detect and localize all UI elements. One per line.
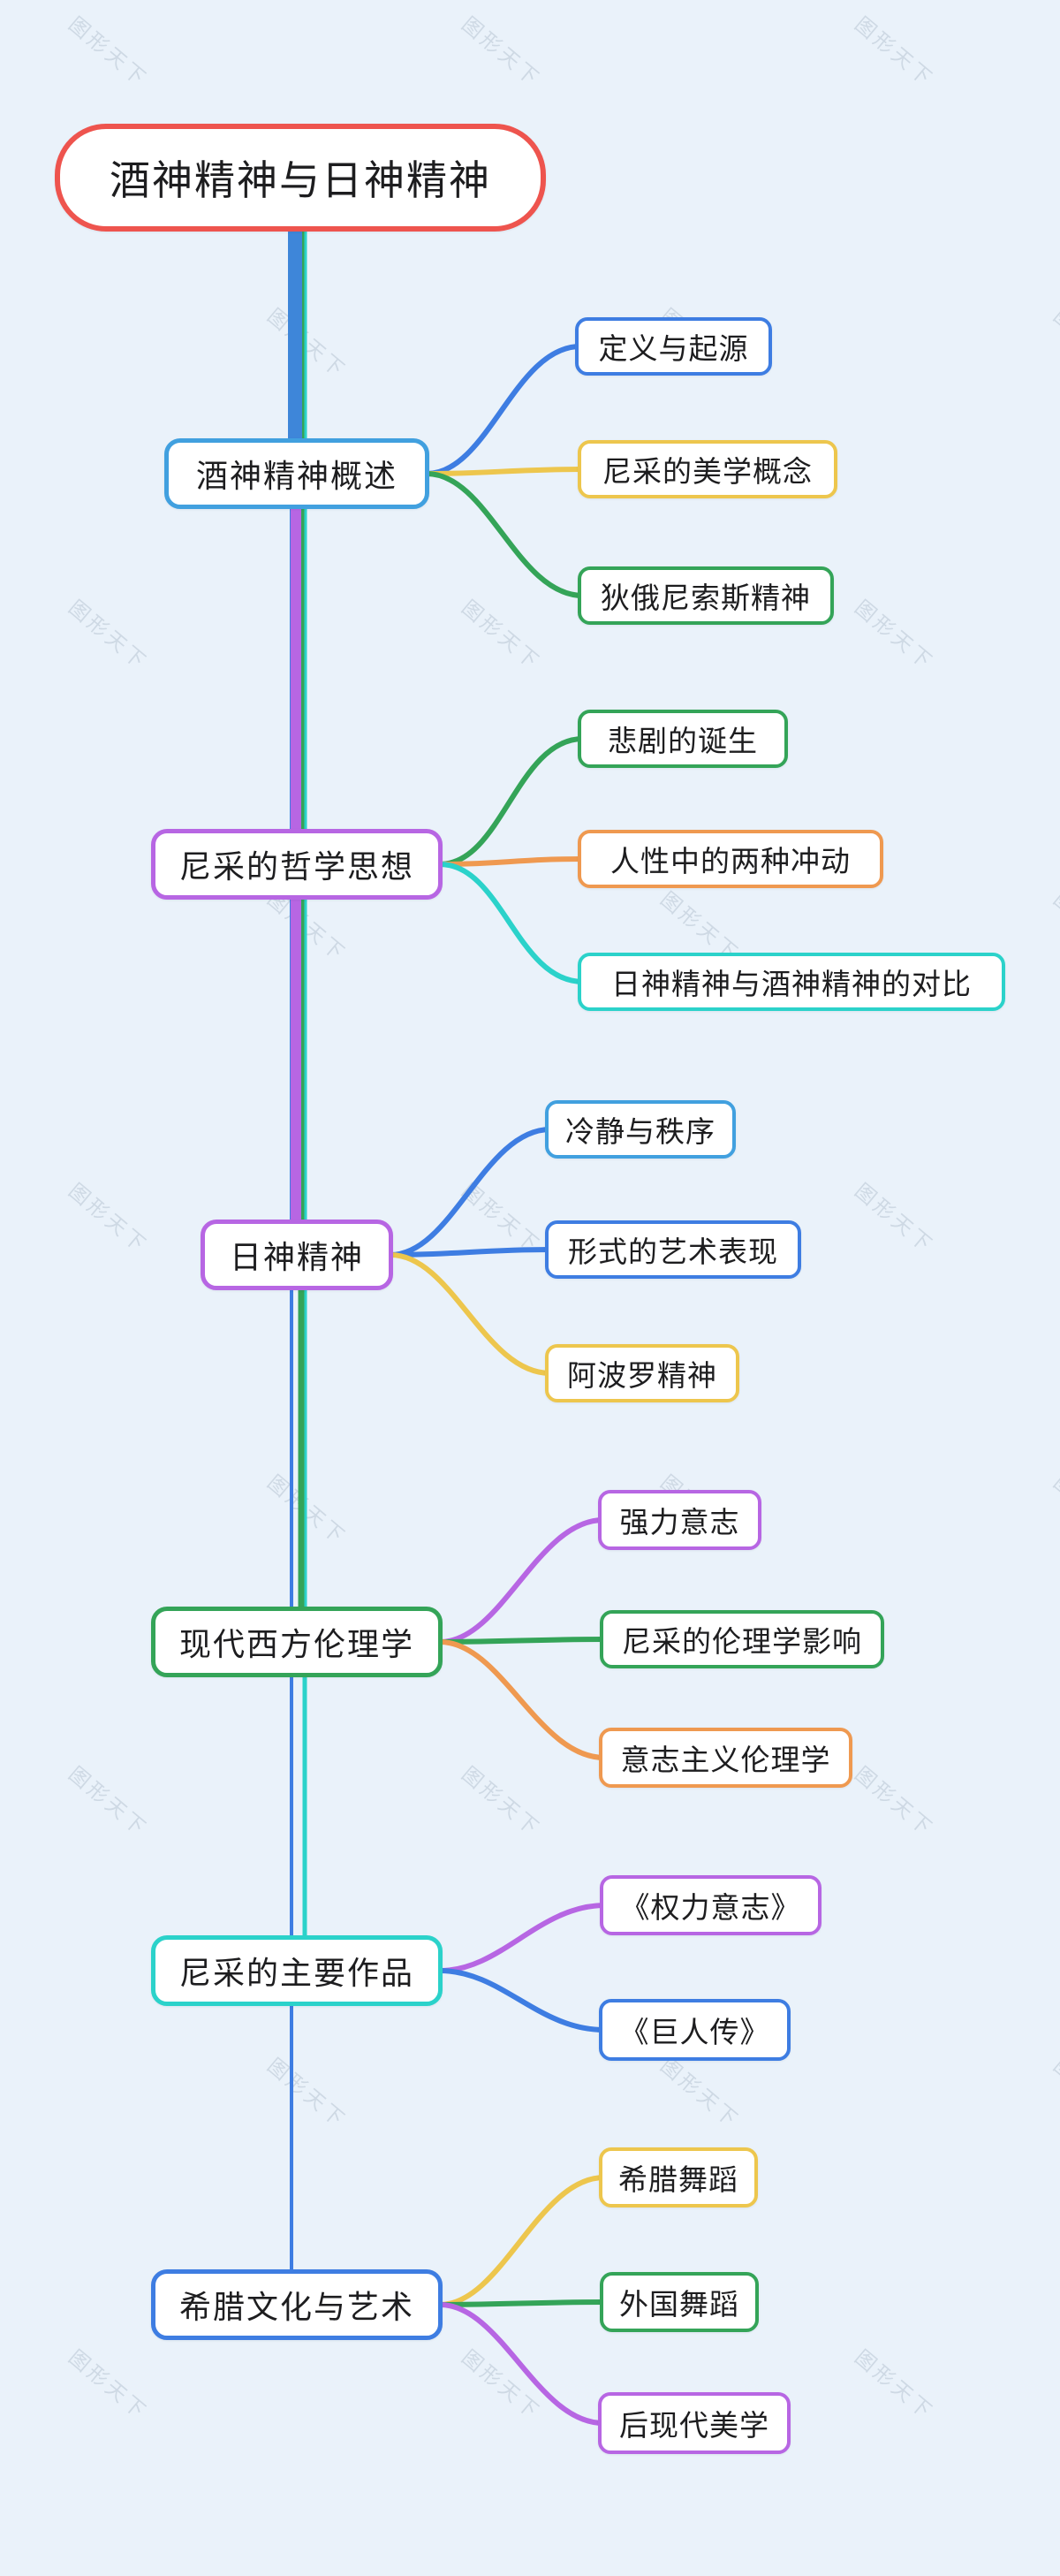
- child-node-2-2[interactable]: 阿波罗精神: [545, 1344, 739, 1402]
- child-node-5-1[interactable]: 外国舞蹈: [600, 2272, 759, 2332]
- branch-connector: [437, 862, 586, 984]
- branch-connector: [437, 1968, 607, 2033]
- child-node-1-1[interactable]: 人性中的两种冲动: [578, 830, 883, 888]
- branch-connector: [388, 1247, 553, 1258]
- branch-node-5[interactable]: 希腊文化与艺术: [151, 2269, 443, 2340]
- branch-connector: [437, 1637, 608, 1645]
- branch-node-3[interactable]: 现代西方伦理学: [151, 1607, 443, 1677]
- branch-connector: [437, 2175, 607, 2307]
- branch-connector: [437, 2299, 608, 2307]
- branch-connector: [437, 856, 586, 867]
- branch-connector: [437, 1517, 606, 1645]
- branch-connector: [437, 736, 586, 867]
- branch-node-4[interactable]: 尼采的主要作品: [151, 1935, 443, 2006]
- branch-connector: [437, 2302, 606, 2426]
- branch-connector: [437, 1639, 607, 1760]
- branch-node-2[interactable]: 日神精神: [201, 1220, 393, 1290]
- branch-connector: [437, 1903, 608, 1973]
- child-node-0-1[interactable]: 尼采的美学概念: [578, 440, 837, 498]
- child-node-1-2[interactable]: 日神精神与酒神精神的对比: [578, 953, 1005, 1011]
- child-node-5-2[interactable]: 后现代美学: [598, 2392, 791, 2454]
- child-node-2-1[interactable]: 形式的艺术表现: [545, 1220, 801, 1279]
- child-node-1-0[interactable]: 悲剧的诞生: [578, 710, 788, 768]
- branch-node-1[interactable]: 尼采的哲学思想: [151, 829, 443, 900]
- child-node-5-0[interactable]: 希腊舞蹈: [599, 2147, 758, 2207]
- branch-node-0[interactable]: 酒神精神概述: [164, 438, 429, 509]
- child-node-4-0[interactable]: 《权力意志》: [600, 1875, 822, 1935]
- child-node-3-2[interactable]: 意志主义伦理学: [599, 1728, 852, 1788]
- child-node-0-0[interactable]: 定义与起源: [575, 317, 772, 376]
- child-node-0-2[interactable]: 狄俄尼索斯精神: [578, 566, 834, 625]
- child-node-4-1[interactable]: 《巨人传》: [599, 1999, 791, 2061]
- child-node-3-1[interactable]: 尼采的伦理学影响: [600, 1610, 884, 1668]
- branch-connector: [424, 471, 586, 598]
- branch-connector: [424, 344, 583, 476]
- child-node-3-0[interactable]: 强力意志: [598, 1490, 761, 1550]
- branch-connector: [388, 1127, 553, 1258]
- root-topic-node[interactable]: 酒神精神与日神精神: [55, 124, 546, 232]
- child-node-2-0[interactable]: 冷静与秩序: [545, 1100, 736, 1159]
- branch-connector: [424, 467, 586, 476]
- branch-connector: [388, 1252, 553, 1376]
